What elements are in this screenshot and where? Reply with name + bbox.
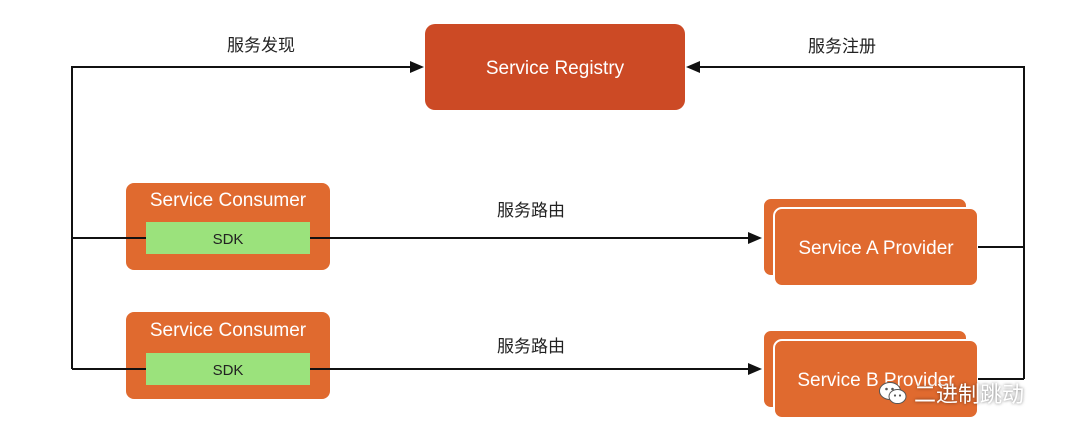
routing-label-2: 服务路由 (497, 337, 565, 357)
wechat-icon (879, 382, 907, 404)
registration-edge (686, 61, 1025, 380)
service-consumer-node-1: Service Consumer SDK (126, 183, 330, 270)
service-a-provider-label: Service A Provider (798, 238, 954, 259)
routing-label-1: 服务路由 (497, 201, 565, 221)
sdk-label: SDK (213, 362, 244, 379)
service-b-provider-node: Service B Provider (762, 329, 979, 419)
watermark-text: 二进制跳动 (914, 383, 1025, 408)
service-registry-node: Service Registry (425, 24, 685, 110)
registration-arrowhead (686, 61, 700, 73)
discovery-arrowhead (410, 61, 424, 73)
sdk-block (146, 353, 310, 385)
discovery-label: 服务发现 (227, 36, 295, 56)
sdk-block (146, 222, 310, 254)
sdk-label: SDK (213, 231, 244, 248)
service-consumer-title: Service Consumer (150, 190, 307, 211)
watermark: 二进制跳动 (878, 376, 1024, 410)
discovery-edge (71, 61, 424, 370)
service-consumer-node-2: Service Consumer SDK (126, 312, 330, 399)
service-a-provider-node: Service A Provider (762, 197, 979, 287)
service-b-provider-label: Service B Provider (797, 370, 955, 391)
routing-edge-2 (310, 363, 762, 375)
routing-edge-1 (310, 232, 762, 244)
routing-arrowhead (748, 363, 762, 375)
registration-label: 服务注册 (808, 37, 876, 57)
service-consumer-title: Service Consumer (150, 320, 307, 341)
routing-arrowhead (748, 232, 762, 244)
service-registry-label: Service Registry (486, 58, 625, 79)
